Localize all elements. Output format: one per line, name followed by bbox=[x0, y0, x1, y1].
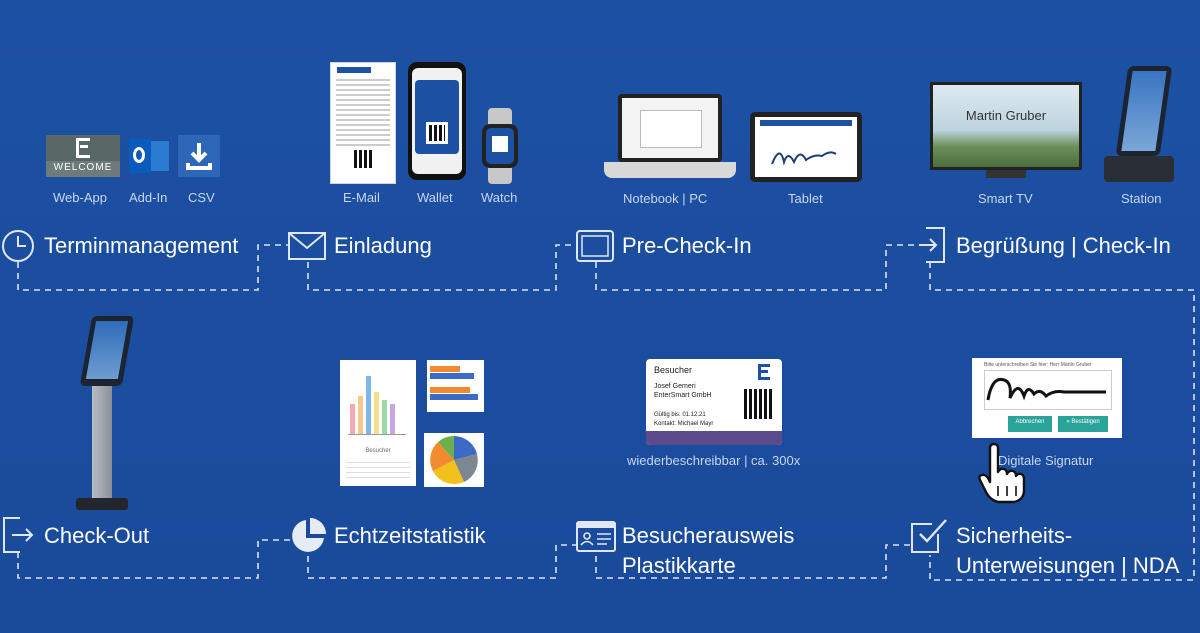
notebook-image bbox=[604, 94, 736, 184]
download-csv-icon bbox=[178, 135, 220, 177]
badge-qr-code bbox=[744, 389, 774, 419]
step-precheckin: Pre-Check-In bbox=[622, 233, 752, 258]
pie-chart-thumbnail bbox=[424, 433, 484, 487]
badge-company: EnterSmart GmbH bbox=[654, 392, 712, 399]
signature-prompt: Bitte unterschreiben Sie hier: Herr Mart… bbox=[984, 362, 1092, 368]
envelope-icon bbox=[288, 232, 326, 260]
id-card-icon bbox=[576, 521, 616, 552]
pie-chart-icon bbox=[292, 518, 326, 552]
kiosk-station-top bbox=[1104, 66, 1174, 184]
caption-station: Station bbox=[1121, 191, 1162, 206]
caption-watch: Watch bbox=[481, 190, 518, 205]
email-preview bbox=[330, 62, 396, 184]
smart-tv-image: Martin Gruber bbox=[930, 82, 1082, 182]
tv-name: Martin Gruber bbox=[965, 108, 1047, 123]
visitor-badge-card: Besucher Josef Gemeri EnterSmart GmbH Gü… bbox=[646, 359, 782, 445]
step-sicherheit-line1: Sicherheits- bbox=[956, 523, 1073, 548]
step-einladung: Einladung bbox=[334, 233, 432, 258]
kiosk-checkout bbox=[72, 316, 136, 512]
tablet-icon bbox=[576, 230, 614, 262]
caption-csv: CSV bbox=[188, 190, 215, 205]
cancel-button[interactable]: Abbrechen bbox=[1008, 416, 1052, 432]
phone-wallet bbox=[408, 62, 466, 180]
caption-webapp: Web-App bbox=[53, 190, 107, 205]
confirm-button[interactable]: » Bestätigen bbox=[1058, 416, 1108, 432]
welcome-logo-text: WELCOME bbox=[53, 162, 113, 173]
bar-chart-caption: Besucher bbox=[365, 448, 391, 454]
caption-tablet: Tablet bbox=[788, 191, 823, 206]
step-sicherheit-line2: Unterweisungen | NDA bbox=[956, 553, 1180, 578]
welcome-app-logo: WELCOME bbox=[46, 135, 120, 177]
bar-chart-thumbnail: Besucher bbox=[340, 360, 416, 486]
caption-card-note: wiederbeschreibbar | ca. 300x bbox=[627, 453, 801, 468]
checkbox-icon bbox=[911, 519, 947, 553]
badge-name: Josef Gemeri bbox=[654, 383, 696, 390]
step-checkout: Check-Out bbox=[44, 523, 150, 548]
hbar-chart-thumbnail bbox=[427, 360, 484, 412]
badge-contact: Kontakt: Michael Mayr bbox=[654, 421, 714, 427]
smartwatch bbox=[478, 108, 522, 184]
caption-addin: Add-In bbox=[129, 190, 168, 205]
signature-pad: Bitte unterschreiben Sie hier: Herr Mart… bbox=[972, 358, 1122, 438]
badge-title: Besucher bbox=[654, 365, 693, 375]
step-begruessung: Begrüßung | Check-In bbox=[956, 233, 1171, 258]
clock-icon bbox=[2, 230, 34, 262]
outlook-icon bbox=[127, 135, 171, 177]
caption-notebook: Notebook | PC bbox=[623, 191, 708, 206]
logout-icon bbox=[3, 517, 34, 553]
tablet-image bbox=[750, 112, 862, 182]
caption-wallet: Wallet bbox=[417, 190, 453, 205]
step-echtzeitstatistik: Echtzeitstatistik bbox=[334, 523, 486, 548]
cancel-button-label: Abbrechen bbox=[1015, 419, 1045, 425]
confirm-button-label: » Bestätigen bbox=[1066, 419, 1100, 425]
step-terminmanagement: Terminmanagement bbox=[44, 233, 239, 258]
caption-smarttv: Smart TV bbox=[978, 191, 1033, 206]
step-ausweis-line2: Plastikkarte bbox=[622, 553, 736, 578]
hand-pointer-icon bbox=[978, 442, 1026, 504]
caption-signatur: Digitale Signatur bbox=[998, 453, 1094, 468]
caption-email: E-Mail bbox=[343, 190, 380, 205]
badge-valid: Gültig bis: 01.12.21 bbox=[654, 412, 706, 418]
login-icon bbox=[919, 227, 945, 263]
step-ausweis-line1: Besucherausweis bbox=[622, 523, 795, 548]
